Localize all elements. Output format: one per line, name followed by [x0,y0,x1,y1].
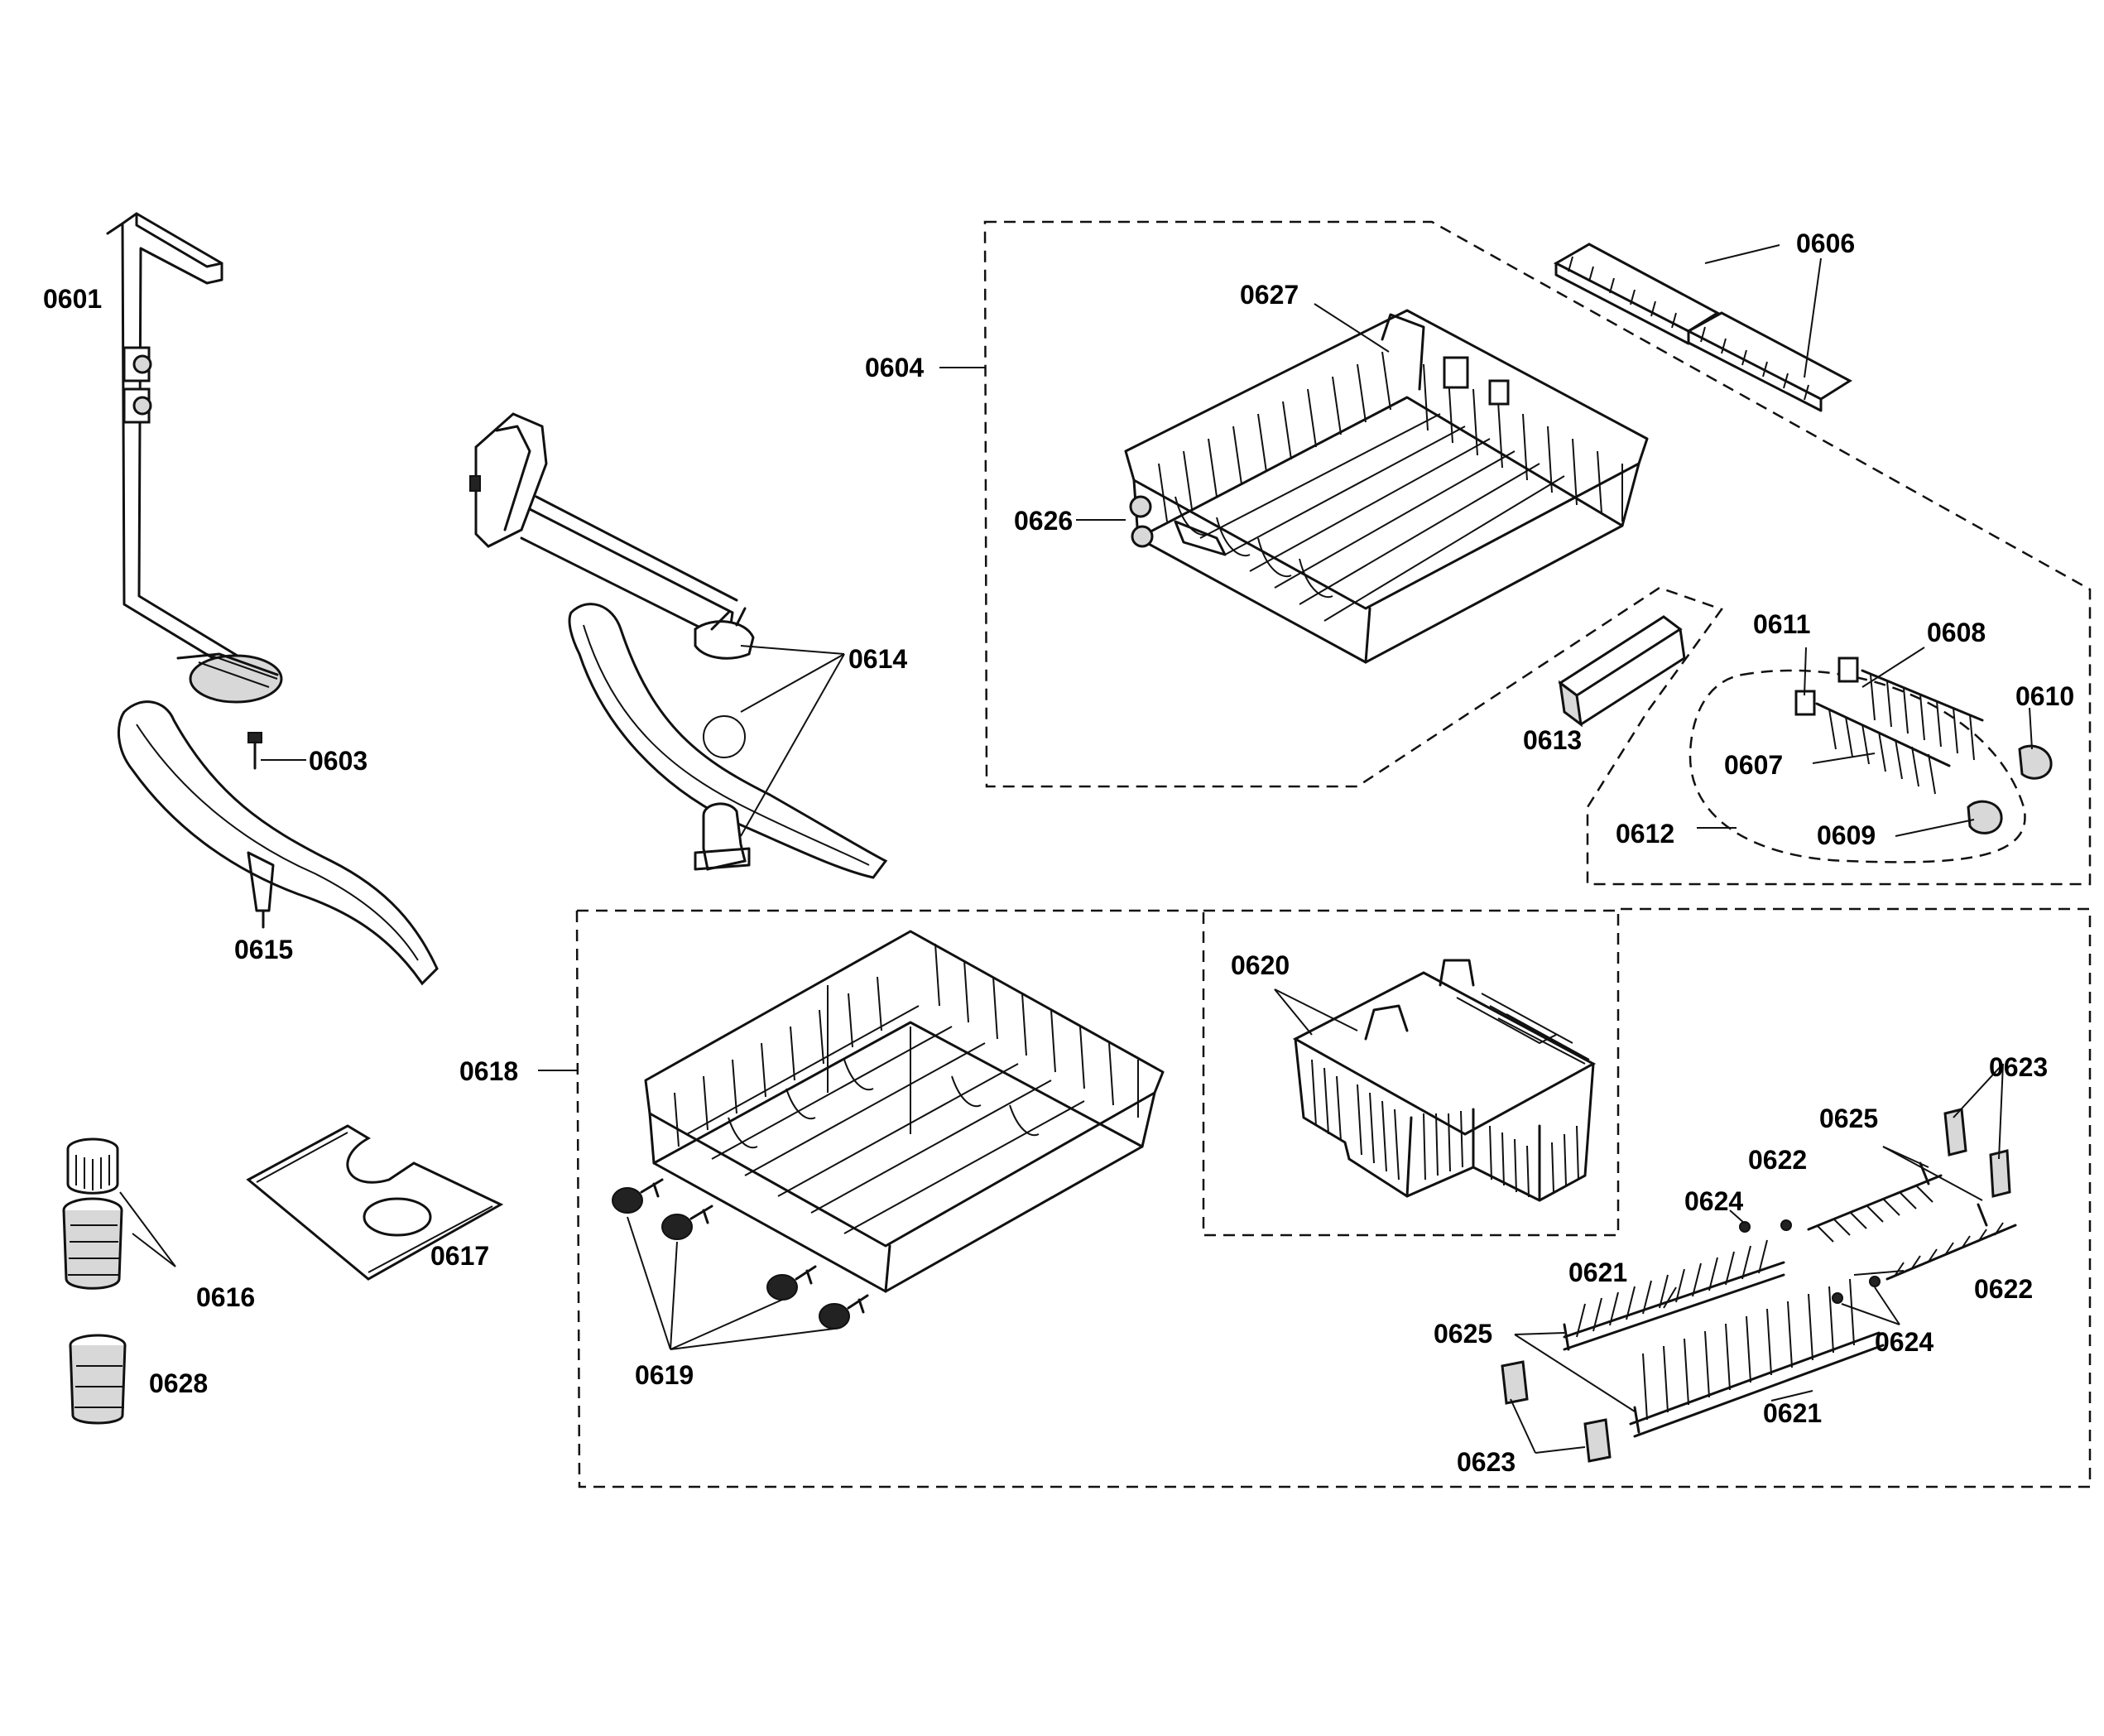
upper-rack-0604 [1124,309,1649,664]
supply-pipe-0601 [106,212,283,704]
label-0624-upper: 0624 [1684,1186,1743,1216]
tine-rows-0606 [1553,243,1852,412]
label-0606: 0606 [1796,228,1855,258]
label-0624-lower: 0624 [1875,1327,1933,1357]
label-0618: 0618 [459,1056,518,1086]
label-0622-upper: 0622 [1748,1145,1807,1175]
label-0614: 0614 [848,644,907,674]
label-0627: 0627 [1240,280,1299,310]
tine-assembly-0607-0611 [1794,656,2053,834]
label-0628: 0628 [149,1368,208,1398]
label-0625-lower: 0625 [1434,1319,1492,1349]
label-0616: 0616 [196,1282,255,1312]
label-0617: 0617 [430,1241,489,1271]
lower-rack-0618 [644,930,1165,1293]
label-0607: 0607 [1724,750,1783,780]
label-0609: 0609 [1817,820,1876,850]
label-0623-lower: 0623 [1457,1447,1516,1477]
label-0613: 0613 [1523,725,1582,755]
label-0626: 0626 [1014,506,1073,536]
filter-cup-0616 [62,1137,123,1290]
upper-rack-group-outline [983,220,2092,886]
label-0610: 0610 [2015,681,2074,711]
label-0608: 0608 [1927,618,1986,647]
tine-assembly-ellipse [1688,669,2026,863]
label-0615: 0615 [234,935,293,964]
micro-filter-0628 [69,1334,127,1425]
lower-tines-0621-0625 [1501,1108,2017,1463]
label-0603: 0603 [309,746,367,776]
label-0623-upper: 0623 [1989,1052,2048,1082]
lower-spray-arm-0615 [117,700,439,986]
leader-lines [119,244,2033,1454]
rack-handle-0613 [1558,615,1686,728]
label-0622-lower: 0622 [1974,1274,2033,1304]
label-0612: 0612 [1616,819,1674,849]
label-0621-lower: 0621 [1763,1398,1822,1428]
upper-spray-arm-0614 [469,412,888,879]
label-0611: 0611 [1753,609,1810,639]
filter-cover-plate-0617 [246,1124,504,1281]
screw-0603 [247,732,262,770]
label-0621-upper: 0621 [1568,1258,1627,1287]
label-0619: 0619 [635,1360,694,1390]
label-0625-upper: 0625 [1819,1104,1878,1133]
label-0601: 0601 [43,284,102,314]
cutlery-basket-0620 [1292,959,1597,1202]
label-0620: 0620 [1231,950,1290,980]
lower-rack-group-outline [575,907,2092,1488]
label-0604: 0604 [865,353,924,382]
